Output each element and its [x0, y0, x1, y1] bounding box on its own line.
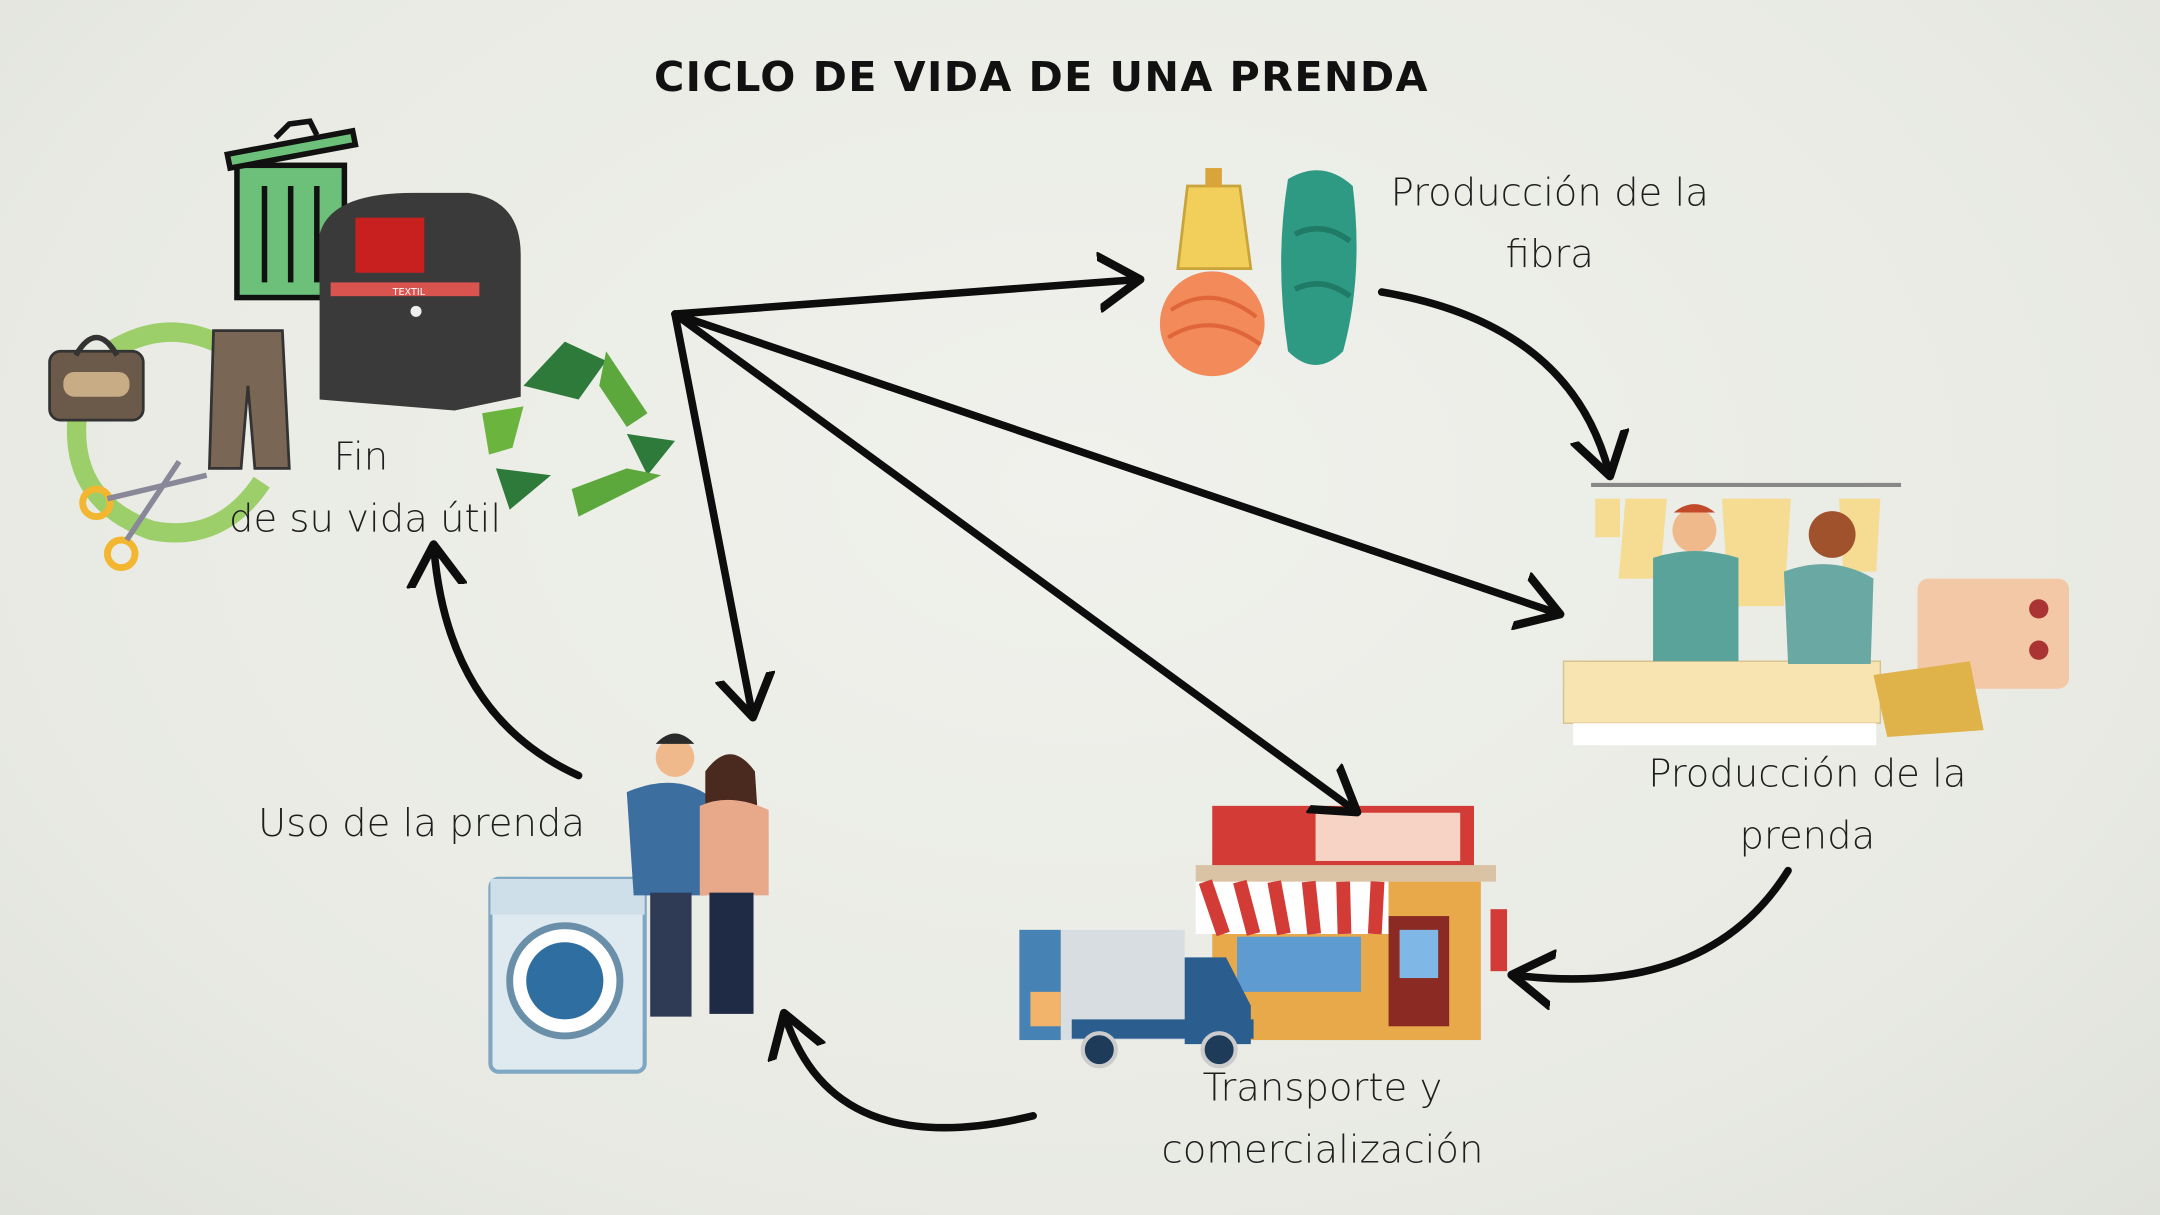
- arrow-to-garment: [671, 310, 1557, 613]
- flow-arrows: [434, 280, 1792, 1132]
- yarn-icons: [1159, 168, 1357, 377]
- label-fiber-line1: Producción de la: [1391, 170, 1709, 215]
- label-fiber-line2: fibra: [1506, 232, 1594, 277]
- garment-workshop-icon: [1562, 482, 2070, 746]
- label-garment-line1: Producción de la: [1648, 752, 1966, 797]
- arrow-fiber-to-garment: [1377, 288, 1609, 472]
- arrow-use-to-end: [434, 548, 583, 780]
- label-end-line2: de su vida útil: [229, 497, 501, 542]
- label-end-line1: Fin: [334, 435, 389, 480]
- bin-label: TEXTIL: [392, 287, 426, 298]
- label-transport-line2: comercialización: [1162, 1128, 1484, 1173]
- page-title: CICLO DE VIDA DE UNA PRENDA: [654, 53, 1429, 101]
- circular-economy-icon: [48, 322, 291, 571]
- people-and-washer-icon: [488, 733, 769, 1074]
- arrow-to-fiber: [671, 280, 1136, 318]
- label-use: Uso de la prenda: [258, 801, 585, 846]
- arrow-transport-to-use: [785, 1017, 1037, 1132]
- label-transport-line1: Transporte y: [1203, 1066, 1443, 1111]
- arrow-to-use: [671, 310, 752, 713]
- textile-container-icon: TEXTIL: [319, 192, 521, 411]
- arrow-to-transport: [671, 310, 1354, 810]
- shop-and-truck-icon: [1019, 805, 1508, 1069]
- label-garment-line2: prenda: [1739, 814, 1875, 859]
- arrow-garment-to-transport: [1515, 866, 1792, 979]
- recycle-icon: [482, 341, 675, 517]
